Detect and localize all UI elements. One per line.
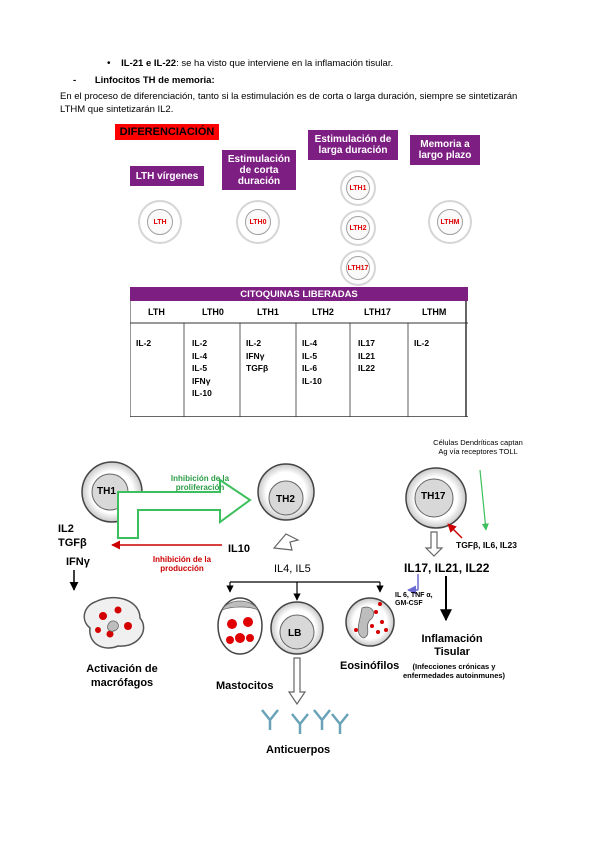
diff-title: DIFERENCIACIÓN (115, 124, 219, 140)
mastocito-cell (217, 597, 263, 655)
ifng-label: IFNγ (66, 556, 90, 568)
th2-hollow-arrow (272, 533, 300, 551)
cytokine: IL-6 (302, 363, 318, 373)
anticuerpos-label: Anticuerpos (266, 744, 331, 756)
macrophage (83, 596, 145, 649)
paragraph-line: En el proceso de diferenciación, tanto s… (60, 91, 518, 102)
cell-label: LTH17 (346, 256, 370, 280)
paragraph: En el proceso de diferenciación, tanto s… (60, 90, 560, 116)
il17-21-22-label: IL17, IL21, IL22 (404, 561, 490, 575)
table-header: CITOQUINAS LIBERADAS (130, 287, 468, 301)
cytokine: IL22 (358, 363, 376, 373)
cell-label: LTH0 (245, 209, 271, 235)
inflam-sub: (Infecciones crónicas y enfermedades aut… (402, 662, 506, 680)
cytokine: IL-2 (192, 338, 208, 348)
bullet-icon: • (107, 58, 111, 69)
cytokine: IL-5 (192, 363, 208, 373)
bullet-line: • IL-21 e IL-22: se ha visto que intervi… (107, 57, 393, 70)
cytokine: IL21 (358, 350, 376, 361)
lb-label: LB (288, 628, 302, 639)
cell-label: LTHM (437, 209, 463, 235)
cytokine: IL-4 (302, 338, 318, 348)
inhib-prolif-label: Inhibición de la proliferación (170, 474, 230, 492)
cytokine: IL-2 (136, 338, 152, 348)
cytokine: IFNγ (246, 350, 265, 361)
cell-label: LTH1 (346, 176, 370, 200)
th17-down-arrow (424, 531, 444, 557)
box-memory: Memoria a largo plazo (410, 135, 480, 165)
tgfb-il6-il23-label: TGFβ, IL6, IL23 (456, 540, 517, 550)
th1-label: TH1 (97, 486, 116, 497)
cell-lth: LTH (138, 200, 182, 244)
bullet-text: : se ha visto que interviene en la infla… (176, 58, 394, 69)
col-header: LTH2 (312, 307, 334, 317)
lb-arrow (287, 657, 307, 706)
cytokine-in-arrow (447, 523, 463, 539)
cytokine: IL17 (358, 338, 376, 348)
cell-lth1: LTH1 (340, 170, 376, 206)
eosinofilo-cell (345, 597, 395, 647)
th2-cell (257, 463, 315, 521)
cell-lth0: LTH0 (236, 200, 280, 244)
lth0-cytokines: IL-2 IL-4 IL-5 IFNγ IL-10 (192, 337, 212, 400)
heading-text: Linfocitos TH de memoria: (94, 75, 215, 86)
th2-label: TH2 (276, 494, 295, 505)
activation-label: Activación de macrófagos (86, 663, 158, 689)
cytokine-table: CITOQUINAS LIBERADAS LTH LTH0 LTH1 LTH2 … (130, 287, 468, 417)
th17-cell (405, 467, 467, 529)
eosinofilos-label: Eosinófilos (340, 660, 400, 672)
box-lth-virgenes: LTH vírgenes (130, 166, 204, 186)
col-header: LTHM (422, 307, 447, 317)
table-lines (130, 301, 468, 417)
lth1-cytokines: IL-2 IFNγ TGFβ (246, 337, 268, 375)
cell-lth17: LTH17 (340, 250, 376, 286)
col-header: LTH1 (257, 307, 279, 317)
dendritic-label: Células Dendríticas captan Ag vía recept… (433, 438, 523, 456)
il2-label: IL2 (58, 523, 74, 535)
lth2-cytokines: IL-4 IL-5 IL-6 IL-10 (302, 337, 322, 387)
il10-label: IL10 (228, 543, 251, 555)
mastocitos-label: Mastocitos (216, 680, 274, 692)
heading-dash: - (73, 75, 77, 86)
lb-cell (270, 601, 324, 655)
cell-lth2: LTH2 (340, 210, 376, 246)
tgfb-label: TGFβ (58, 537, 87, 549)
box-long-stim: Estimulación de larga duración (308, 130, 398, 160)
antibodies (261, 709, 349, 734)
il4-il5-label: IL4, IL5 (274, 563, 311, 575)
lth17-cytokines: IL17 IL21 IL22 (358, 337, 375, 375)
dendritic-arrow (479, 469, 489, 531)
cytokine: IL-4 (192, 350, 208, 361)
cytokine: IL-10 (192, 388, 212, 398)
cytokine: IL-5 (302, 350, 318, 361)
cell-lthm: LTHM (428, 200, 472, 244)
th17-label: TH17 (421, 491, 446, 502)
inhib-prod-label: Inhibición de la producción (152, 555, 212, 573)
lth-cytokines: IL-2 (136, 337, 151, 350)
paragraph-line: LTHM que sintetizarán IL2. (60, 104, 174, 115)
col-header: LTH17 (364, 307, 391, 317)
green-arrow (117, 478, 252, 539)
cell-label: LTH2 (346, 216, 370, 240)
memory-heading: - Linfocitos TH de memoria: (73, 74, 215, 87)
cell-label: LTH (147, 209, 173, 235)
box-short-stim: Estimulación de corta duración (222, 150, 296, 190)
th-response-diagram (69, 461, 489, 734)
cytokine: TGFβ (246, 363, 269, 373)
cytokine: IL-2 (414, 338, 430, 348)
inflam-title: Inflamación Tisular (421, 633, 483, 658)
il6-tnf-label: IL 6, TNF α, GM-CSF (395, 592, 433, 607)
col-header: LTH0 (202, 307, 224, 317)
cytokine: IL-10 (302, 375, 322, 386)
bullet-bold: IL-21 e IL-22 (121, 58, 177, 69)
lthm-cytokines: IL-2 (414, 337, 429, 350)
cytokine: IFNγ (192, 375, 211, 386)
cytokine: IL-2 (246, 338, 262, 348)
col-header: LTH (148, 307, 165, 317)
